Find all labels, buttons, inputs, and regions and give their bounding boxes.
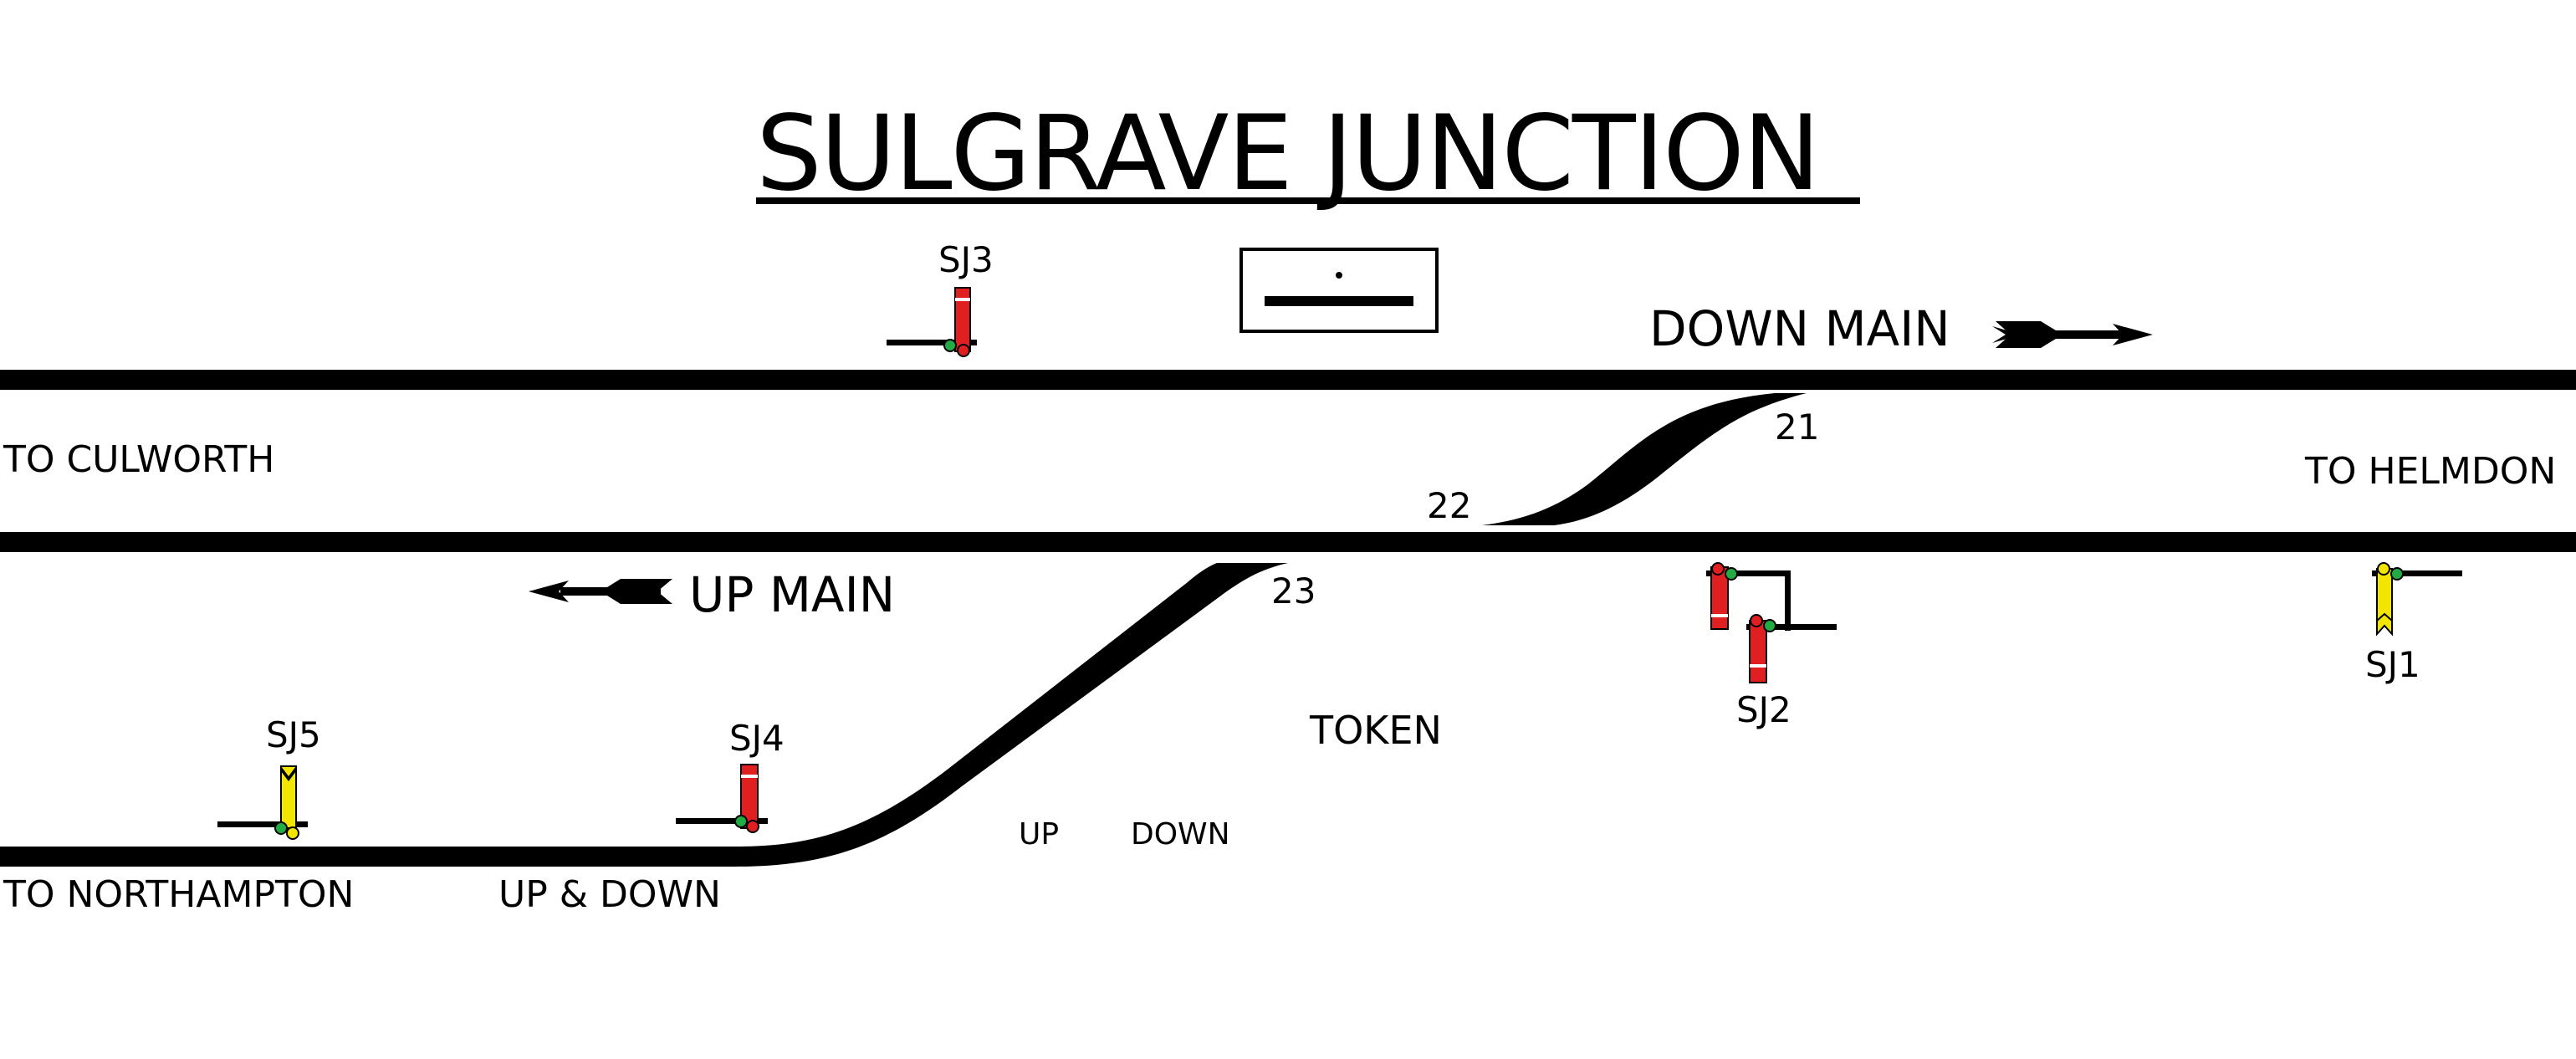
token-up-label: UP <box>1019 817 1060 852</box>
point-23-label: 23 <box>1271 570 1316 611</box>
signal-box-dot <box>1336 272 1342 279</box>
signal-sj3-label: SJ3 <box>938 239 994 280</box>
point-21-label: 21 <box>1775 407 1820 448</box>
up-main-arrow-icon <box>529 579 672 604</box>
signal-box-bar <box>1265 296 1413 306</box>
down-main-arrow-icon <box>1992 321 2153 348</box>
token-down-label: DOWN <box>1131 817 1230 852</box>
point-22-label: 22 <box>1427 485 1472 526</box>
signal-sj2-icon <box>1706 562 1837 683</box>
destination-helmdon: TO HELMDON <box>2305 450 2557 493</box>
signal-sj1-label: SJ1 <box>2365 644 2420 685</box>
token-label: TOKEN <box>1310 708 1442 753</box>
destination-northampton: TO NORTHAMPTON <box>3 873 355 916</box>
up-main-track <box>0 532 2576 552</box>
signal-sj4-label: SJ4 <box>729 718 785 759</box>
page-title: SULGRAVE JUNCTION <box>756 94 1821 214</box>
title-underline <box>756 197 1860 204</box>
signal-sj4-icon <box>676 764 768 833</box>
junction-23-curve <box>0 563 1288 867</box>
signal-sj5-icon <box>217 765 308 840</box>
signal-sj1-icon <box>2372 562 2462 637</box>
signal-box <box>1239 248 1439 333</box>
down-main-track <box>0 370 2576 390</box>
up-main-label: UP MAIN <box>689 566 896 623</box>
signal-sj2-label: SJ2 <box>1736 689 1791 730</box>
signal-sj3-icon <box>887 287 977 357</box>
down-main-label: DOWN MAIN <box>1649 300 1950 357</box>
signal-sj5-label: SJ5 <box>266 714 321 755</box>
destination-culworth: TO CULWORTH <box>3 438 275 481</box>
up-and-down-label: UP & DOWN <box>498 873 721 916</box>
crossover-21-22 <box>1482 393 1807 525</box>
